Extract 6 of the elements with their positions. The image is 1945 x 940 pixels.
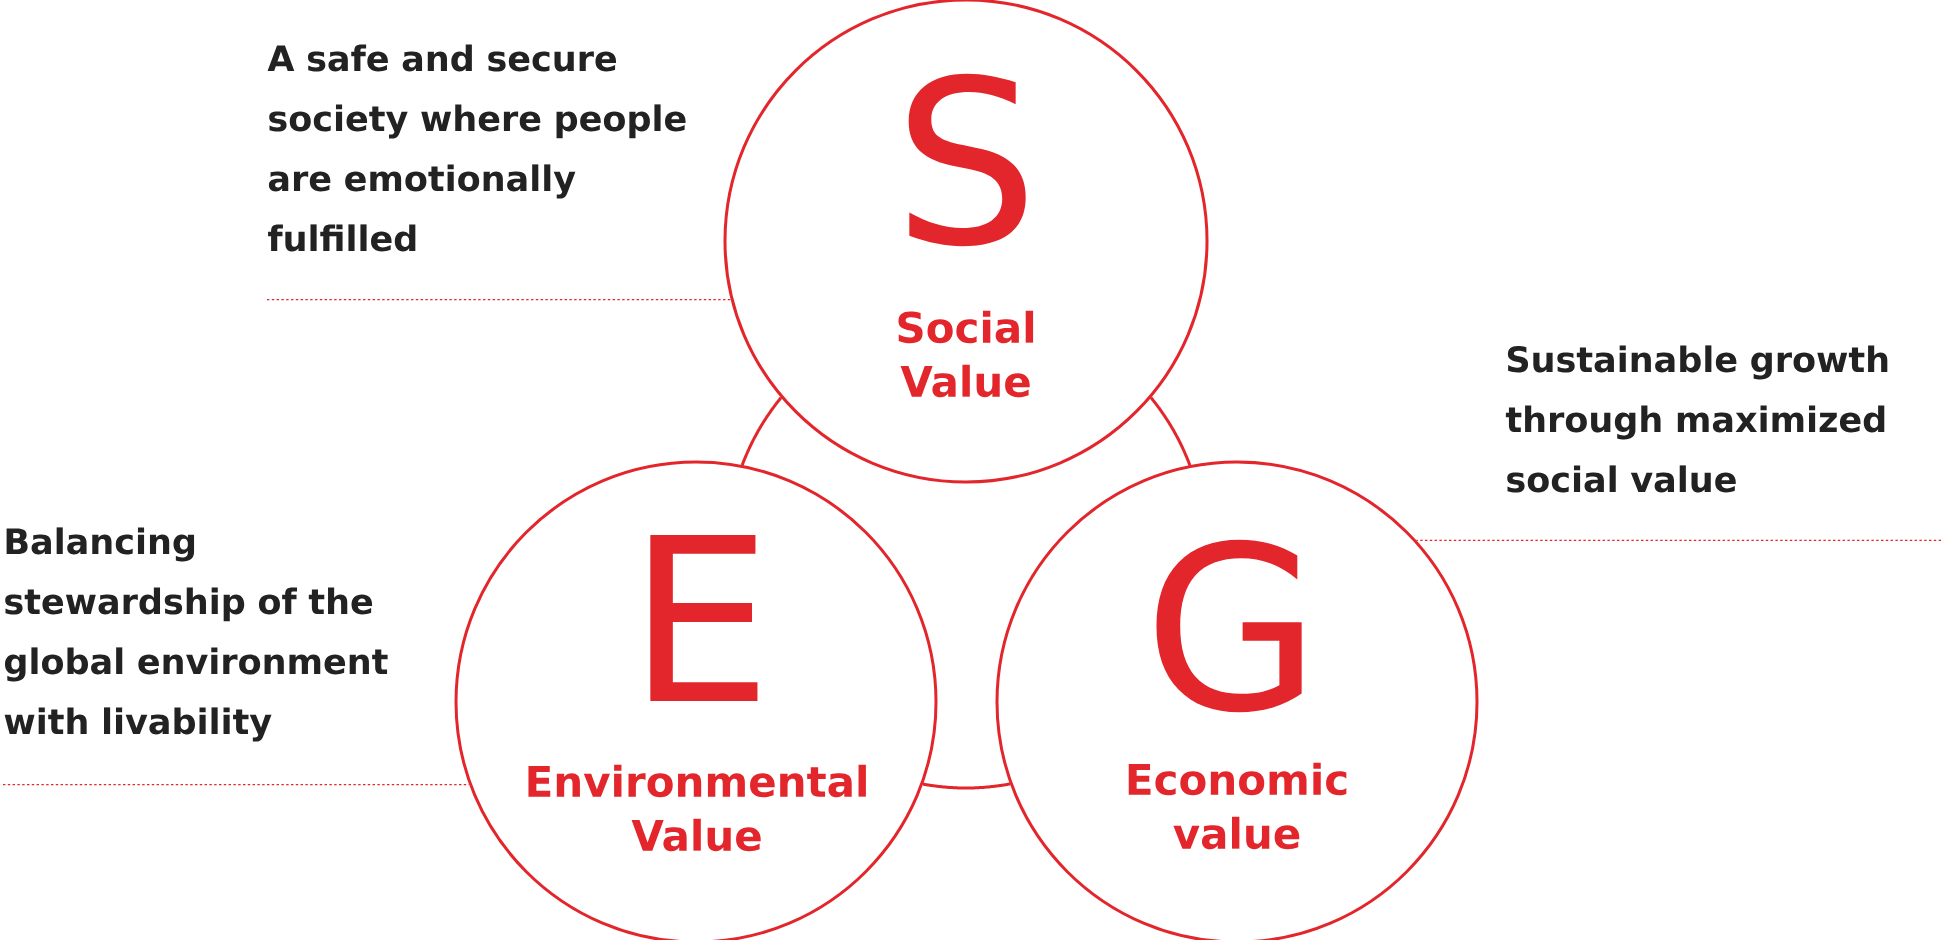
leader-line xyxy=(1415,539,1942,541)
description-text: Sustainable growth through maximized social value xyxy=(1505,345,1888,493)
description-text: A safe and secure society where people are emotionally fulfilled xyxy=(267,44,686,252)
leader-line xyxy=(266,299,732,301)
leader-line xyxy=(2,784,470,786)
description-text: Balancing stewardship of the global environment with livability xyxy=(4,527,388,742)
